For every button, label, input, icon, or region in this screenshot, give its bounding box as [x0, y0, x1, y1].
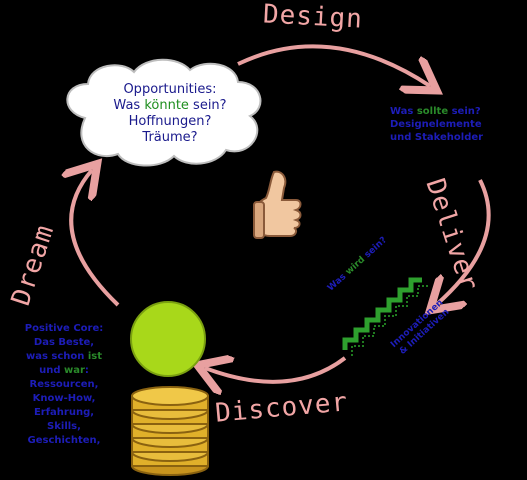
cloud-line-2-prefix: Was — [113, 98, 145, 113]
cloud-line-2-suffix: sein? — [188, 98, 227, 113]
discover-line-8: Skills, — [47, 421, 81, 432]
design-line-3: und Stakeholder — [390, 132, 484, 143]
arrow-discover — [205, 358, 347, 382]
cloud-line-1: Opportunities: — [123, 82, 217, 97]
cloud-line-4: Träume? — [142, 130, 198, 145]
ball-icon — [130, 301, 206, 377]
discover-line-3: was schon ist — [0, 350, 128, 364]
arrow-design — [237, 44, 430, 86]
cloud-line-2: Was könnte sein? — [72, 98, 268, 114]
arrow-deliver — [436, 179, 491, 305]
discover-line-5: Ressourcen, — [29, 379, 99, 390]
design-line-1-prefix: Was — [390, 106, 417, 117]
phase-label-design: Design — [262, 0, 364, 35]
discover-line-3-prefix: was schon — [25, 351, 88, 362]
discover-line-1: Positive Core: — [24, 323, 104, 334]
discover-line-4: und war: — [0, 364, 128, 378]
design-line-2: Designelemente — [390, 119, 482, 130]
discover-line-4-highlight: war — [63, 365, 85, 376]
stairs-icon — [342, 277, 429, 356]
design-line-1-suffix: sein? — [448, 106, 481, 117]
cloud-icon — [66, 58, 262, 167]
cloud-line-2-highlight: könnte — [144, 98, 189, 113]
discover-line-9: Geschichten, — [27, 435, 101, 446]
discover-line-2: Das Beste, — [33, 337, 95, 348]
discover-line-4-suffix: : — [84, 365, 89, 376]
discover-line-7: Erfahrung, — [33, 407, 95, 418]
design-description: Was sollte sein? Designelemente und Stak… — [390, 105, 527, 144]
cloud-text: Opportunities: Was könnte sein? Hoffnung… — [72, 82, 268, 146]
arrow-dream — [71, 170, 120, 307]
design-line-1-highlight: sollte — [416, 106, 449, 117]
cloud-line-3: Hoffnungen? — [128, 114, 212, 129]
discover-description: Positive Core: Das Beste, was schon ist … — [0, 322, 128, 448]
coin-stack-icon — [131, 386, 209, 476]
thumbs-up-icon — [253, 170, 302, 239]
discover-line-4-prefix: und — [39, 365, 64, 376]
discover-line-6: Know-How, — [32, 393, 96, 404]
discover-line-3-highlight: ist — [87, 351, 103, 362]
design-line-1: Was sollte sein? — [390, 105, 527, 118]
